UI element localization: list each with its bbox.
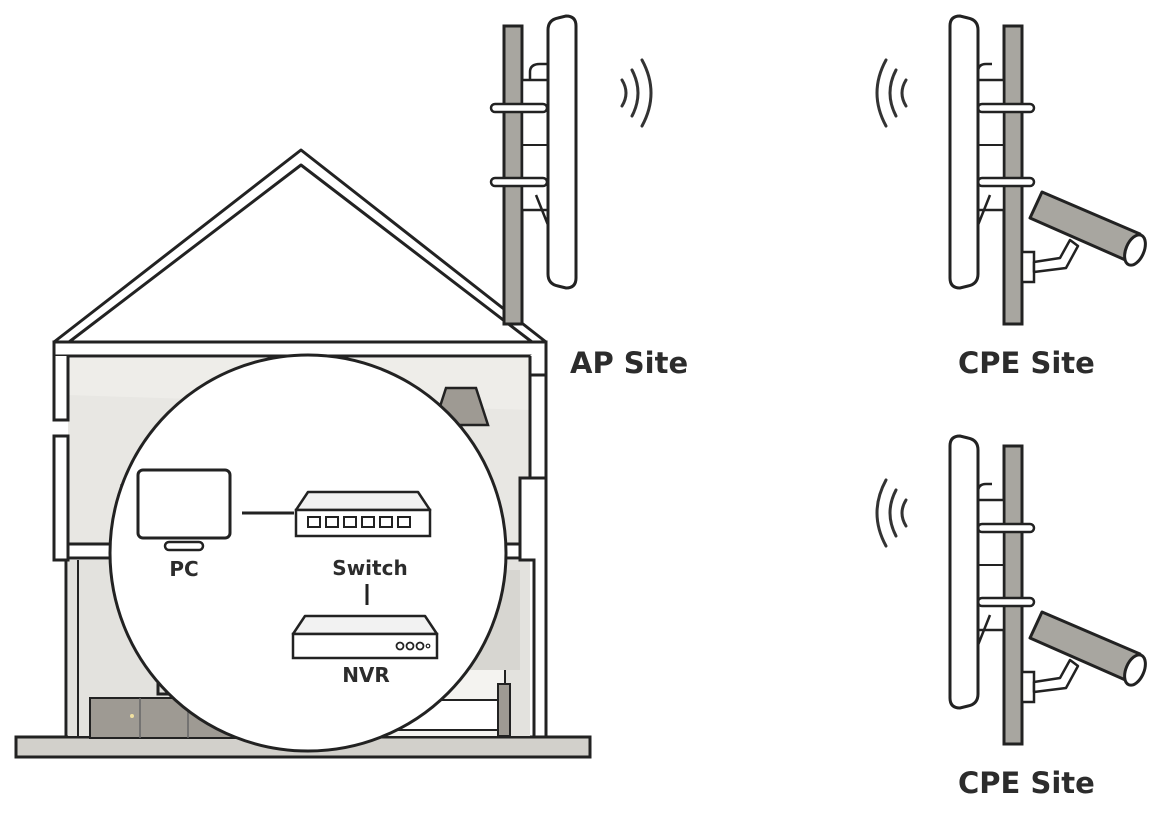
left-wall-lower [52,434,70,562]
left-wall-upper [52,356,70,422]
cpe-site-label-top: CPE Site [958,346,1095,380]
ap-antenna [489,14,653,326]
nvr-icon [291,614,439,660]
cpe-bottom [875,434,1147,746]
pc-icon [136,468,232,552]
switch-label: Switch [332,556,407,580]
right-wall-lower [518,476,548,739]
roof [52,148,548,344]
right-wall-upper [528,342,548,377]
pc-label: PC [169,557,198,581]
cpe-top [875,14,1147,326]
camera-icon-top [1020,190,1147,284]
nvr-label: NVR [342,663,390,687]
ap-site-label: AP Site [570,346,688,380]
network-callout: PC Switch NVR [108,353,508,753]
switch-icon [294,490,432,538]
cpe-site-label-bottom: CPE Site [958,766,1095,800]
camera-icon-bottom [1020,610,1147,704]
